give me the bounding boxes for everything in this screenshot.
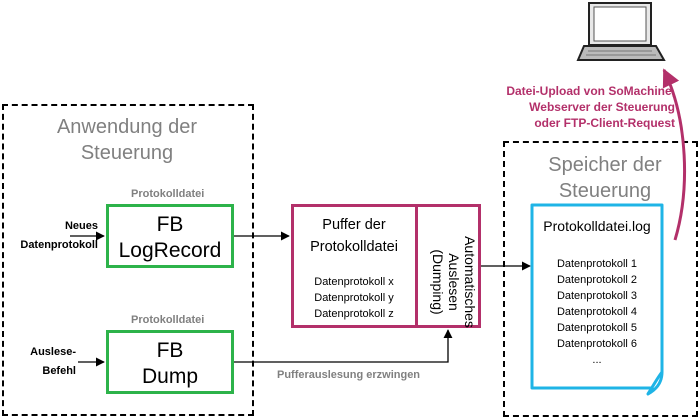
- buffer-entry: Datenprotokoll y: [314, 292, 394, 304]
- buffer-title-line: Protokolldatei: [310, 239, 398, 255]
- region-title-line: Speicher der: [548, 154, 662, 176]
- logfile-title: Protokolldatei.log: [543, 218, 651, 234]
- buffer-entry: Datenprotokoll x: [314, 276, 394, 288]
- region-title-line: Steuerung: [80, 142, 174, 164]
- logfile-entry: Datenprotokoll 3: [556, 290, 638, 302]
- fb-label: FB: [156, 213, 184, 236]
- dump-file-label: Protokolldatei: [131, 314, 205, 326]
- buffer-entry: Datenprotokoll z: [314, 308, 394, 320]
- controller-application-region: [2, 104, 254, 416]
- input-label-line: Neues: [64, 220, 98, 232]
- input-label-line: Auslese-: [30, 346, 76, 358]
- auto-dump-line: (Dumping): [430, 249, 446, 315]
- fb-name: LogRecord: [118, 239, 222, 262]
- controller-memory-title: Speicher der Steuerung: [530, 152, 680, 204]
- upload-line: Datei-Upload von SoMachine,: [506, 84, 675, 98]
- fb-name: Dump: [141, 365, 199, 388]
- force-dump-label: Pufferauslesung erzwingen: [277, 369, 421, 381]
- logfile-buffer-block: [291, 204, 481, 328]
- fb-label: FB: [156, 339, 184, 362]
- logfile-entry: Datenprotokoll 6: [556, 338, 638, 350]
- controller-memory-region: [503, 141, 698, 417]
- buffer-entries: Datenprotokoll x Datenprotokoll y Datenp…: [294, 274, 414, 322]
- dump-input-label: Auslese- Befehl: [10, 343, 76, 381]
- upload-description: Datei-Upload von SoMachine, Webserver de…: [485, 83, 675, 131]
- auto-dump-line: Automatisches: [462, 236, 478, 328]
- buffer-title-line: Puffer der: [322, 217, 386, 233]
- logfile-entry: ...: [592, 354, 602, 366]
- logrecord-file-label: Protokolldatei: [131, 188, 205, 200]
- logfile-entry: Datenprotokoll 5: [556, 322, 638, 334]
- logfile-entries: Datenprotokoll 1 Datenprotokoll 2 Datenp…: [535, 256, 659, 368]
- auto-dump-line: Auslesen: [446, 253, 462, 311]
- buffer-title: Puffer der Protokolldatei: [294, 214, 414, 258]
- upload-line: Webserver der Steuerung: [529, 100, 675, 114]
- input-label-line: Befehl: [42, 365, 76, 377]
- region-title-line: Anwendung der: [56, 116, 198, 138]
- logrecord-input-label: Neues Datenprotokoll: [10, 217, 98, 255]
- fb-logrecord-block: FB LogRecord: [106, 204, 234, 268]
- controller-application-title: Anwendung der Steuerung: [22, 114, 232, 166]
- auto-dump-label: Automatisches Auslesen (Dumping): [418, 222, 478, 342]
- fb-dump-block: FB Dump: [106, 330, 234, 394]
- input-label-line: Datenprotokoll: [20, 239, 98, 251]
- buffer-divider: [415, 204, 418, 328]
- logfile-entry: Datenprotokoll 2: [556, 274, 638, 286]
- upload-line: oder FTP-Client-Request: [534, 116, 675, 130]
- logfile-entry: Datenprotokoll 1: [556, 258, 638, 270]
- region-title-line: Steuerung: [558, 180, 652, 202]
- logfile-entry: Datenprotokoll 4: [556, 306, 638, 318]
